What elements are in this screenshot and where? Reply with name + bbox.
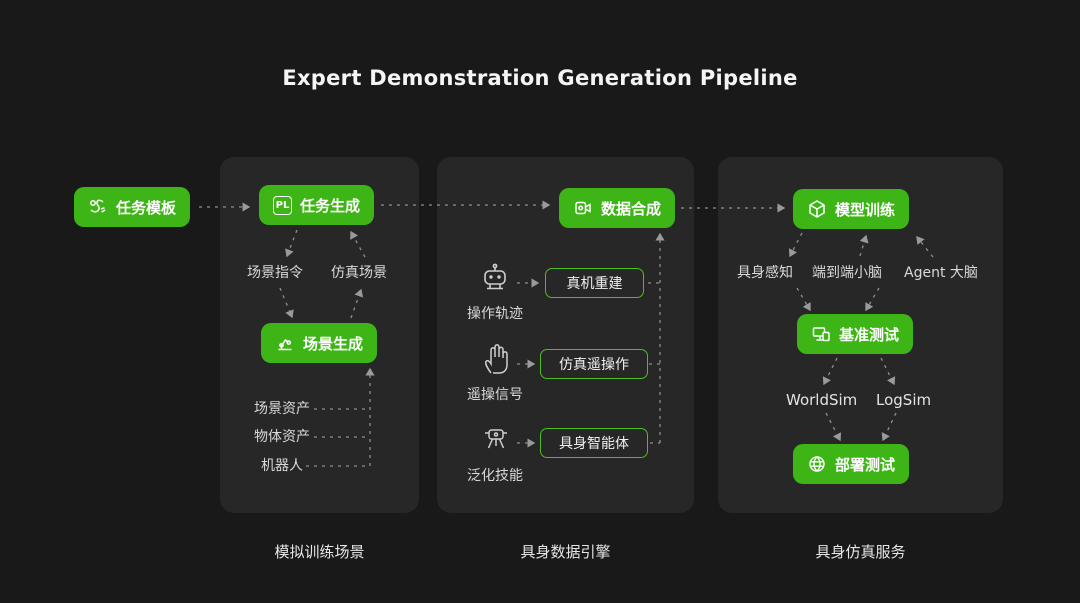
label-object-assets: 物体资产: [254, 429, 310, 445]
label-scene-instruction: 场景指令: [247, 265, 303, 281]
node-benchmark-test-label: 基准测试: [839, 325, 900, 344]
caption-embodied-data-engine: 具身数据引擎: [520, 543, 611, 561]
node-deployment-test: 部署测试: [793, 444, 910, 484]
label-sim-scene: 仿真场景: [331, 265, 387, 281]
label-robot: 机器人: [261, 458, 303, 474]
node-scene-generation: 场景生成: [261, 323, 378, 363]
label-agent-brain: Agent 大脑: [904, 265, 978, 281]
robot-icon: [478, 260, 512, 300]
node-deployment-test-label: 部署测试: [835, 455, 896, 474]
task-template-icon: [88, 197, 108, 217]
devices-icon: [811, 324, 831, 344]
node-embodied-agent: 具身智能体: [540, 428, 648, 458]
diagram-title: Expert Demonstration Generation Pipeline: [282, 66, 798, 90]
globe-icon: [807, 454, 827, 474]
label-end-to-end-cerebellum: 端到端小脑: [812, 265, 882, 281]
cube-icon: [807, 199, 827, 219]
skill-agent-icon: [480, 423, 512, 459]
label-scene-assets: 场景资产: [254, 401, 310, 417]
label-worldsim: WorldSim: [786, 391, 858, 409]
node-scene-generation-label: 场景生成: [303, 334, 364, 353]
label-logsim: LogSim: [876, 391, 932, 409]
recorder-icon: [573, 198, 593, 218]
node-sim-teleoperation: 仿真遥操作: [540, 349, 648, 379]
node-task-template-label: 任务模板: [116, 198, 177, 217]
node-model-training-label: 模型训练: [835, 200, 896, 219]
node-data-synthesis-label: 数据合成: [601, 199, 662, 218]
node-task-template: 任务模板: [74, 187, 191, 227]
caption-sim-training-scene: 模拟训练场景: [274, 543, 365, 561]
pl-badge-icon: PL: [273, 195, 292, 215]
node-real-machine-reconstruction: 真机重建: [545, 268, 644, 298]
caption-embodied-sim-service: 具身仿真服务: [815, 543, 906, 561]
label-teleop-signal: 遥操信号: [467, 387, 523, 403]
node-model-training: 模型训练: [793, 189, 910, 229]
node-data-synthesis: 数据合成: [559, 188, 676, 228]
label-operation-trajectory: 操作轨迹: [467, 306, 523, 322]
node-task-generation: PL 任务生成: [259, 185, 375, 225]
label-generalized-skill: 泛化技能: [467, 468, 523, 484]
robot-arm-icon: [275, 333, 295, 353]
glove-icon: [480, 342, 512, 378]
node-benchmark-test: 基准测试: [797, 314, 914, 354]
node-task-generation-label: 任务生成: [300, 196, 361, 215]
label-embodied-perception: 具身感知: [737, 265, 793, 281]
